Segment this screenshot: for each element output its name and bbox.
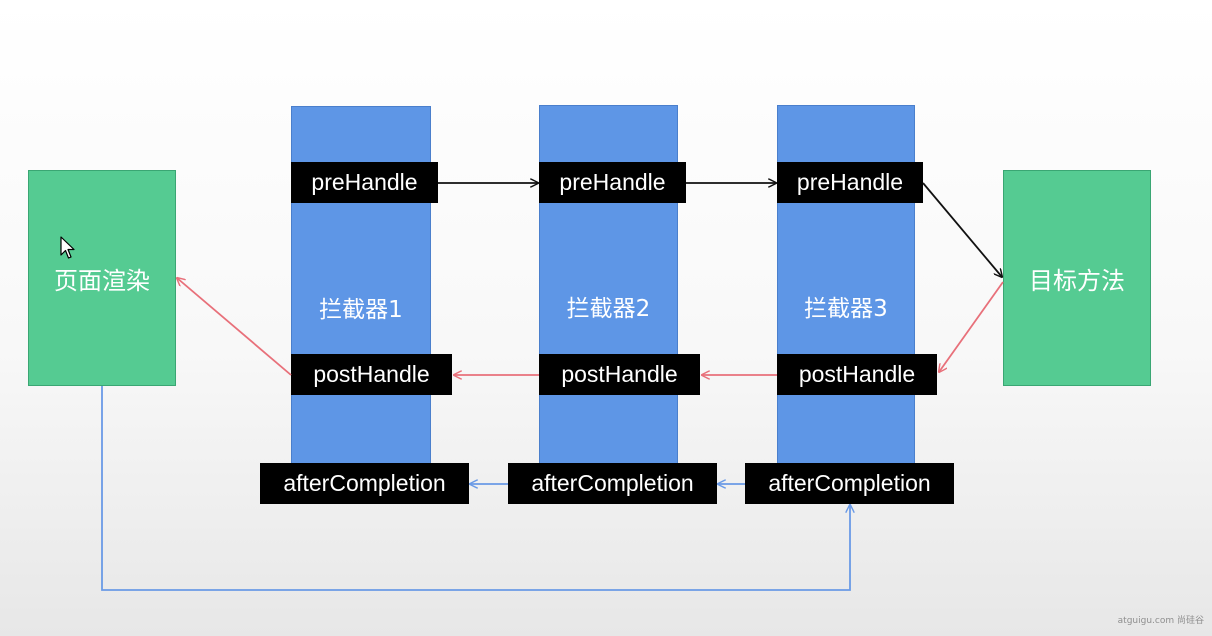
posthandle-label-1: postHandle bbox=[291, 354, 452, 395]
pre-arrow-3-to-target bbox=[922, 182, 1002, 277]
prehandle-label-1: preHandle bbox=[291, 162, 438, 203]
mouse-cursor-icon bbox=[60, 236, 75, 259]
interceptor-2-title: 拦截器2 bbox=[566, 296, 651, 322]
watermark: atguigu.com 尚硅谷 bbox=[1117, 616, 1204, 626]
prehandle-label-3: preHandle bbox=[777, 162, 923, 203]
aftercompletion-label-3: afterCompletion bbox=[745, 463, 954, 504]
aftercompletion-label-1: afterCompletion bbox=[260, 463, 469, 504]
aftercompletion-label-2: afterCompletion bbox=[508, 463, 717, 504]
interceptor-3-title: 拦截器3 bbox=[804, 296, 888, 322]
interceptor-1-title: 拦截器1 bbox=[319, 297, 403, 323]
posthandle-label-3: postHandle bbox=[777, 354, 937, 395]
target-method-label: 目标方法 bbox=[1029, 266, 1125, 295]
prehandle-label-2: preHandle bbox=[539, 162, 686, 203]
post-arrow-target-to-3 bbox=[939, 281, 1004, 372]
post-arrow-1-to-render bbox=[177, 278, 292, 376]
posthandle-label-2: postHandle bbox=[539, 354, 700, 395]
page-render-box: 页面渲染 bbox=[28, 170, 176, 386]
page-render-label: 页面渲染 bbox=[54, 266, 150, 295]
after-arrow-render-to-3 bbox=[101, 386, 850, 591]
